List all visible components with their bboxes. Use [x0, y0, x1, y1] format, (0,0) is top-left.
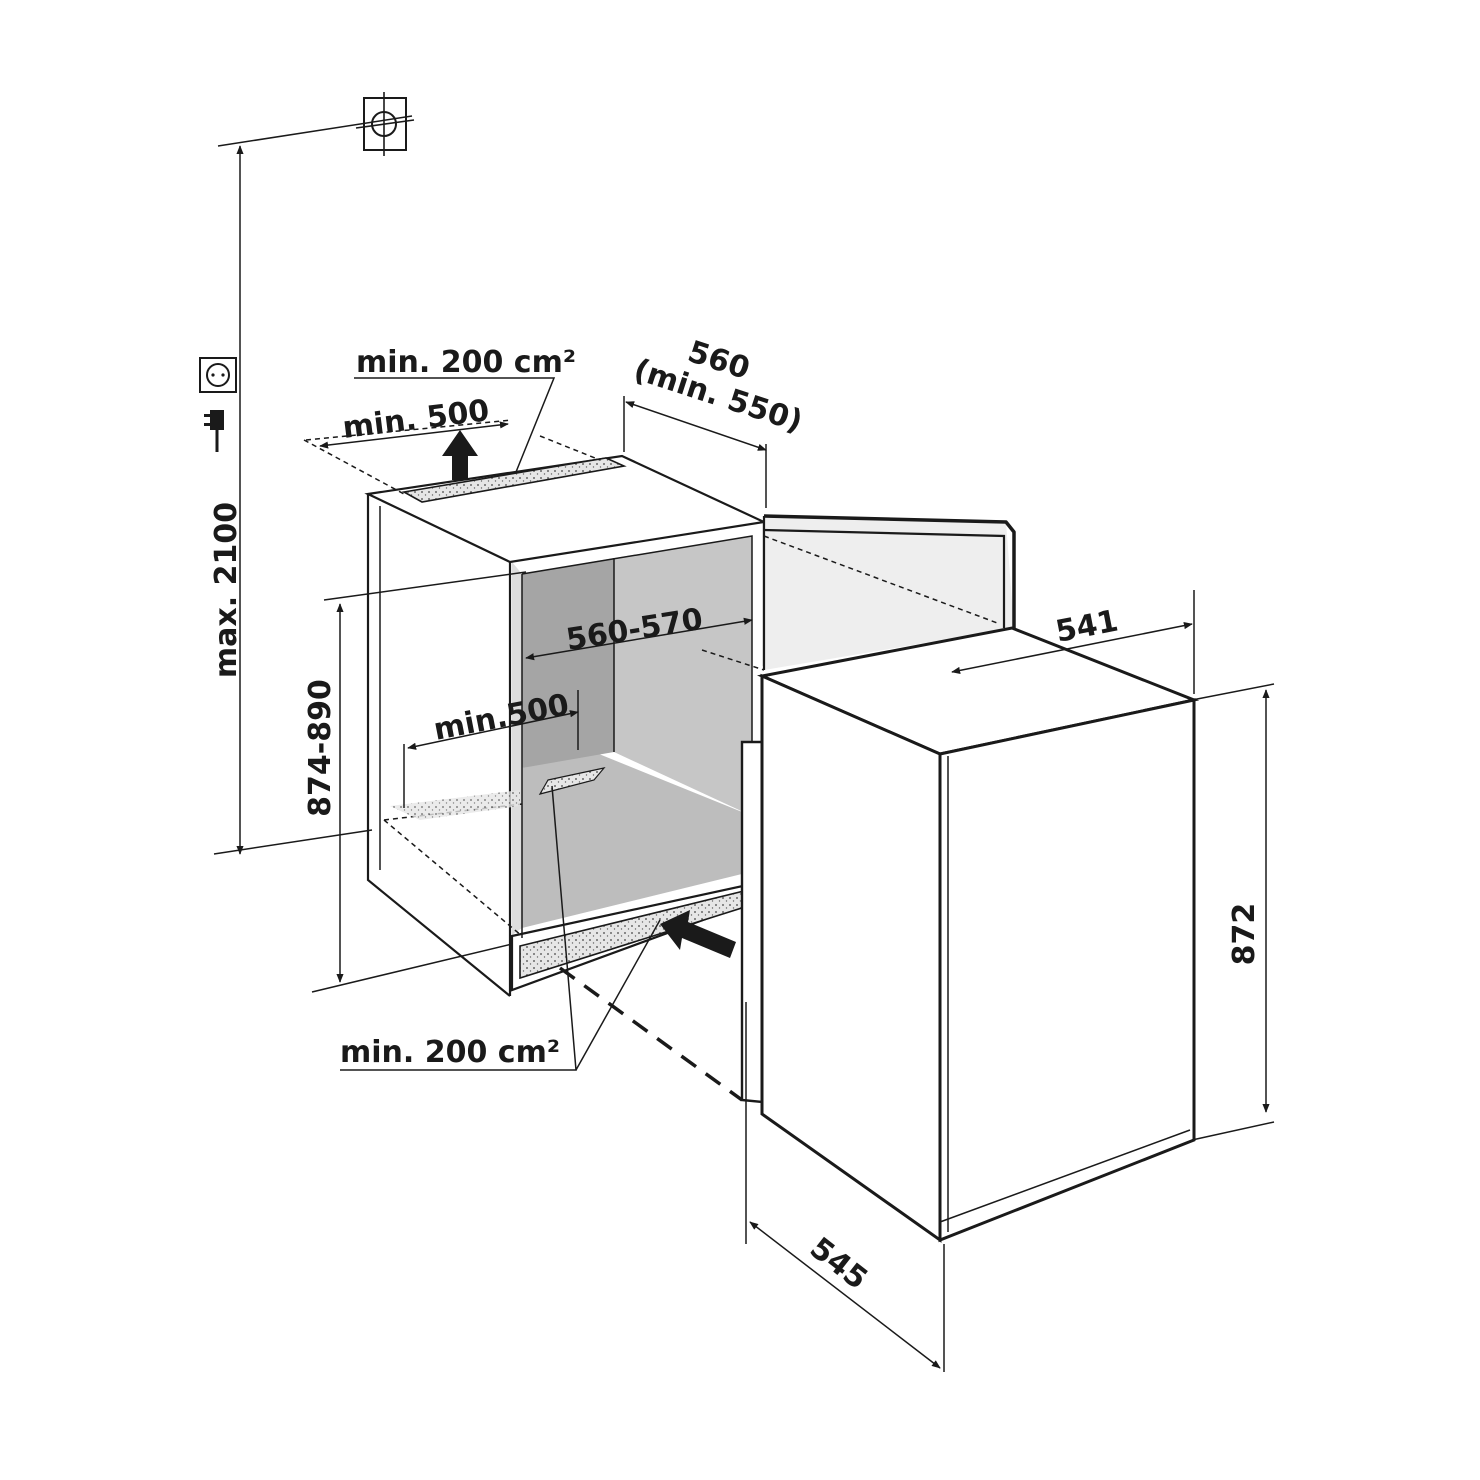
top-vent	[401, 457, 627, 503]
niche-height-label: 874-890	[303, 679, 338, 817]
airflow-top-arrow-icon	[442, 430, 478, 480]
appliance	[740, 626, 1200, 1243]
vent-bottom-area-label: min. 200 cm²	[340, 1035, 560, 1070]
niche-side-wall	[614, 536, 752, 816]
gas-connection-icon	[355, 92, 415, 156]
appliance-height-label: 872	[1227, 903, 1262, 966]
niche-cabinet	[364, 454, 768, 997]
airflow-bottom-arrow-icon	[660, 910, 736, 958]
plug-icon	[204, 410, 224, 452]
socket-icon	[199, 357, 237, 393]
floor-vent	[538, 767, 606, 795]
max-height-label: max. 2100	[209, 502, 244, 678]
niche-back-wall	[522, 558, 614, 768]
niche-left-inner	[512, 562, 522, 935]
vent-top-area-label: min. 200 cm²	[356, 345, 576, 380]
appliance-depth-label: 545	[803, 1231, 874, 1297]
floor-vent-left	[390, 790, 520, 820]
vent-top-depth-label: min. 500	[341, 393, 492, 446]
niche-floor	[522, 752, 752, 928]
appliance-width-label: 541	[1053, 604, 1121, 650]
